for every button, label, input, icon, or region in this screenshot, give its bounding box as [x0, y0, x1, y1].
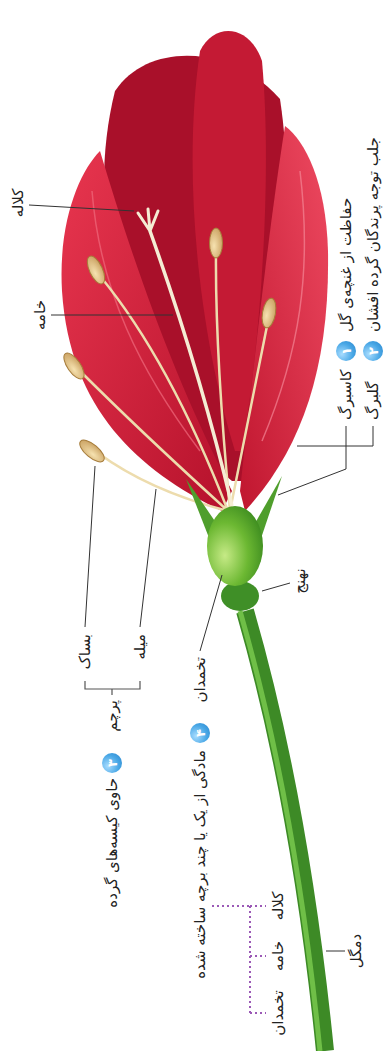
- part-label: تخمدان: [192, 656, 209, 704]
- receptacle: [221, 581, 259, 611]
- pistil-part-label: کلاله: [270, 891, 287, 922]
- part-label: خامه: [32, 299, 49, 331]
- callout-number: ۱: [340, 347, 353, 355]
- description-label: حفاظت از غنچه‌ی گل: [338, 197, 355, 333]
- callout-number: ۳: [106, 759, 119, 767]
- ovary: [207, 506, 263, 586]
- part-label: دمگل: [348, 933, 365, 969]
- part-label: کلاله: [10, 188, 27, 219]
- callout-number: ۴: [194, 729, 207, 737]
- part-label: گلبرگ: [365, 381, 382, 421]
- callout-circle: ۴: [190, 723, 210, 743]
- part-label: بساک: [77, 633, 94, 671]
- part-label: میله: [132, 633, 149, 661]
- style: [150, 231, 232, 506]
- callout-circle: ۲: [363, 341, 383, 361]
- pistil-part-label: تخمدان: [270, 989, 287, 1037]
- part-label: کاسبرگ: [338, 368, 355, 421]
- bottom-petal: [240, 126, 328, 511]
- filaments: [80, 251, 268, 511]
- part-label: نهنج: [292, 567, 309, 594]
- callout-circle: ۳: [102, 753, 122, 773]
- stem-highlight: [240, 611, 320, 1051]
- description-label: حاوی کیسه‌های گرده: [104, 777, 121, 909]
- part-label: پرچم: [104, 699, 121, 733]
- pistil-bracket: [212, 906, 266, 1013]
- stamen-bracket: [85, 681, 140, 695]
- callout-circle: ۱: [336, 341, 356, 361]
- description-label: مادگی از یک یا چند برچه ساخته شده: [192, 749, 209, 980]
- top-petal: [62, 151, 232, 511]
- callout-number: ۲: [367, 347, 380, 355]
- pistil-part-label: خامه: [270, 940, 287, 972]
- anthers: [60, 228, 278, 466]
- description-label: جلب توجه پرندگان گرده افشان: [365, 136, 382, 333]
- stigma: [138, 209, 158, 231]
